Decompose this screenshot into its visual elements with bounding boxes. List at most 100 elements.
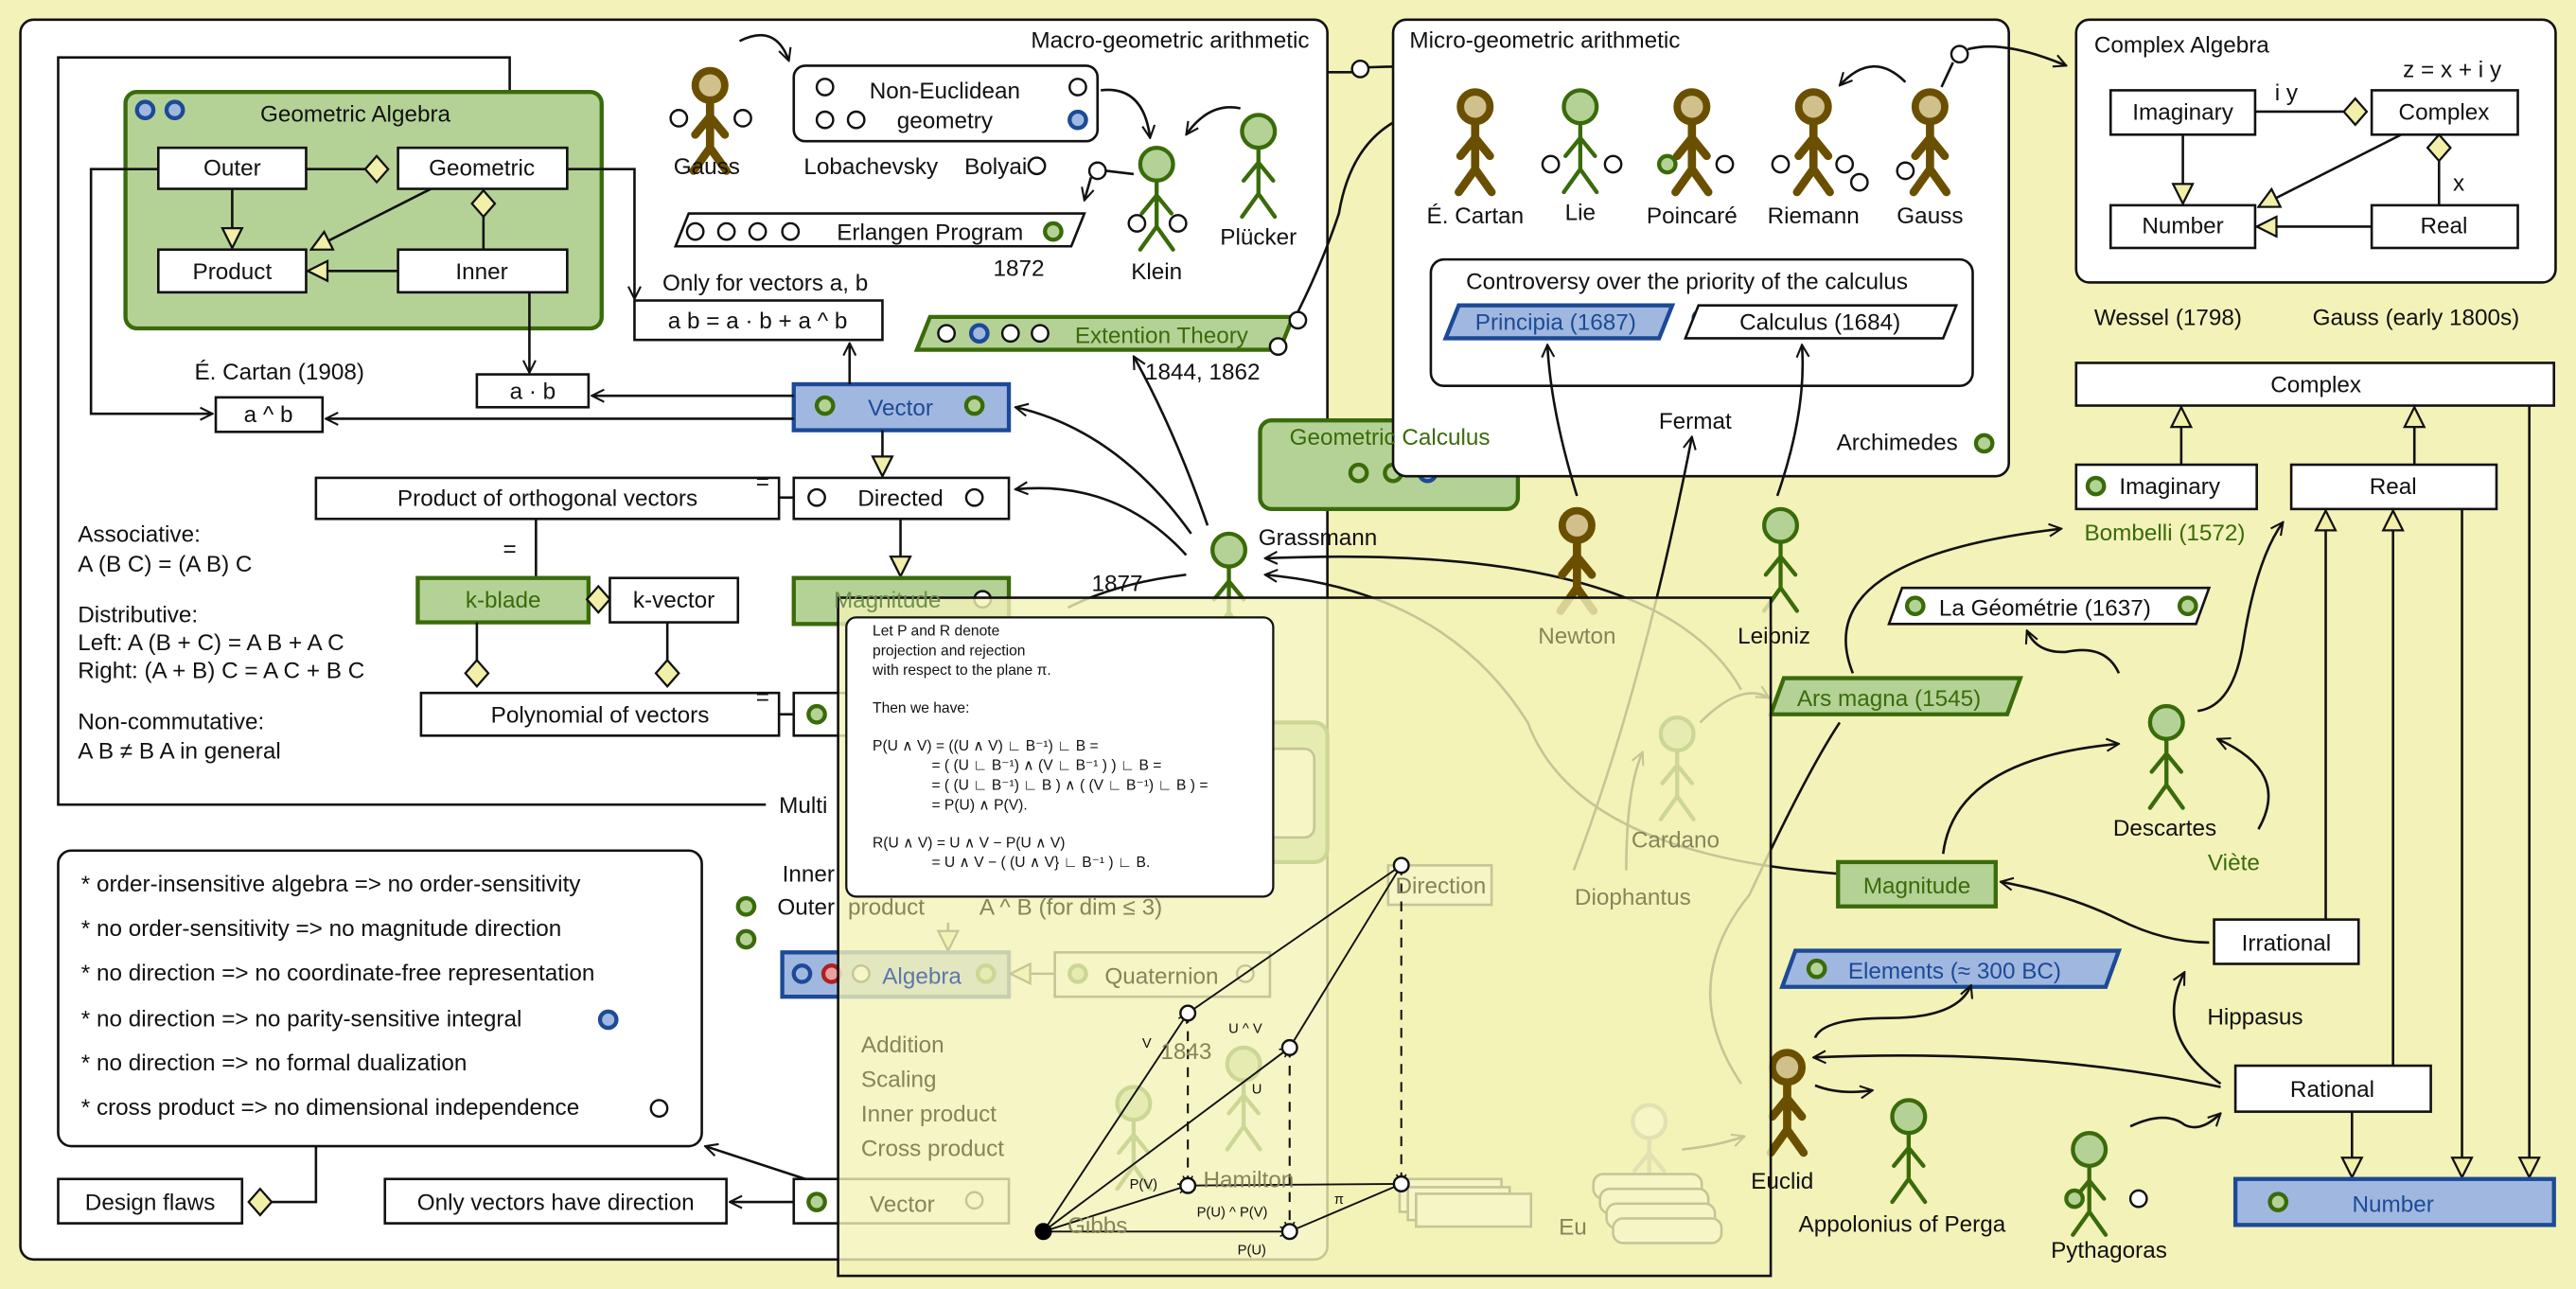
flaw-item: * no direction => no coordinate-free rep… xyxy=(81,961,595,986)
label: Associative: xyxy=(78,522,201,548)
label: Directed xyxy=(857,486,943,511)
geometric-box xyxy=(397,146,569,190)
port-circle xyxy=(1392,856,1410,874)
complex-box xyxy=(2370,89,2519,136)
label: Erlangen Program xyxy=(837,220,1023,245)
design-flaws-box xyxy=(57,1177,244,1225)
arrow xyxy=(2172,972,2222,1086)
flaw-item: * no order-sensitivity => no magnitude d… xyxy=(81,916,562,942)
label: Viète xyxy=(2208,851,2260,876)
label: Controversy over the priority of the cal… xyxy=(1466,269,1908,294)
flaw-item: * cross product => no dimensional indepe… xyxy=(81,1095,579,1121)
flaws-list-box xyxy=(57,849,703,1148)
green-circle xyxy=(1043,221,1064,242)
green-circle xyxy=(1348,462,1369,484)
ars-magna xyxy=(1768,676,2023,716)
port-circle xyxy=(1031,324,1050,344)
label: Ars magna (1545) xyxy=(1797,686,1981,712)
arrow xyxy=(705,1146,806,1180)
port-circle xyxy=(669,109,689,128)
label: Extention Theory xyxy=(1075,324,1249,349)
popup-line: = ( (U ∟ B⁻¹) ∧ (V ∟ B⁻¹ ) ) ∟ B = xyxy=(931,758,1161,774)
label: Number xyxy=(2142,213,2223,238)
label: k-blade xyxy=(466,588,541,613)
port-circle xyxy=(1950,44,1969,64)
imaginary-box-2 xyxy=(2074,463,2258,511)
formula-box xyxy=(633,299,884,342)
label: Vector xyxy=(870,1192,935,1217)
label: A (B C) = (A B) C xyxy=(78,552,252,577)
port-circle xyxy=(733,109,752,128)
generalization-arrow xyxy=(2258,133,2402,208)
label: Euclid xyxy=(1751,1169,1813,1194)
label: Non-commutative: xyxy=(78,709,264,734)
label: Quaternion xyxy=(1104,963,1218,989)
connector xyxy=(1940,62,1954,88)
label: P(U) xyxy=(1238,1244,1266,1259)
wedge-box xyxy=(214,396,325,433)
port-circle xyxy=(964,487,984,507)
label: Cross product xyxy=(861,1136,1004,1161)
label: Algebra xyxy=(882,963,962,989)
port-circle xyxy=(1087,161,1107,181)
port-circle xyxy=(1268,337,1288,356)
label: Hamilton xyxy=(1203,1167,1294,1192)
green-circle xyxy=(814,395,836,416)
vector-arrow xyxy=(1042,1014,1188,1232)
label: a · b xyxy=(510,380,556,405)
klein-figure xyxy=(1138,145,1175,252)
green-circle xyxy=(2085,475,2107,497)
label: x xyxy=(2453,170,2464,196)
blue-circle xyxy=(597,1009,619,1031)
euclid-figure xyxy=(1766,1049,1808,1157)
connector xyxy=(272,1146,318,1204)
label: Complex xyxy=(2270,373,2361,398)
cartan-figure xyxy=(1455,88,1496,197)
label: Magnitude xyxy=(1863,874,1970,899)
lie-figure xyxy=(1561,88,1599,195)
port-circle xyxy=(781,221,801,241)
label: Lobachevsky xyxy=(803,154,939,180)
erlangen-program xyxy=(673,212,1086,248)
popup-line: R(U ∧ V) = U ∧ V − P(U ∧ V) xyxy=(873,835,1065,851)
gauss-figure-2 xyxy=(1909,88,1951,197)
port-circle xyxy=(1127,214,1147,233)
label: z = x + i y xyxy=(2403,58,2502,83)
popup-line: = ( (U ∟ B⁻¹) ∟ B ) ∧ ( (V ∟ B⁻¹) ∟ B ) … xyxy=(931,778,1208,794)
arrow xyxy=(2001,882,2210,945)
aggregation-diamond xyxy=(464,658,490,688)
label: Gibbs xyxy=(1067,1213,1127,1239)
origin-point xyxy=(1034,1223,1052,1241)
green-circle xyxy=(735,928,757,950)
arrow xyxy=(1775,344,1803,497)
label: Real xyxy=(2420,213,2467,238)
product-orthogonal-box xyxy=(314,476,781,521)
label: Poincaré xyxy=(1647,203,1738,229)
label: = xyxy=(503,537,517,562)
blue-circle xyxy=(164,99,185,121)
label: É. Cartan (1908) xyxy=(194,360,364,385)
port-circle xyxy=(1000,324,1020,344)
label: k-vector xyxy=(633,588,715,613)
port-circle xyxy=(1027,156,1047,176)
vector-arrow xyxy=(1042,1048,1289,1233)
port-circle xyxy=(937,324,957,344)
number-box-2 xyxy=(2232,1176,2556,1227)
label: Inner product xyxy=(861,1102,997,1127)
k-blade-box xyxy=(415,575,591,625)
label: Addition xyxy=(861,1033,944,1058)
label: Irrational xyxy=(2242,931,2331,957)
label: La Géométrie (1637) xyxy=(1939,596,2151,622)
flaw-item: * order-insensitive algebra => no order-… xyxy=(81,872,582,897)
arrow xyxy=(1941,744,2119,855)
panel-title-complex: Complex Algebra xyxy=(2094,33,2269,59)
label: Distributive: xyxy=(78,603,198,628)
port-circle xyxy=(815,110,835,130)
port-circle xyxy=(1179,1176,1197,1194)
popup-line: projection and rejection xyxy=(873,643,1025,659)
edge xyxy=(1288,864,1403,1049)
edge xyxy=(1188,1183,1402,1187)
label: Archimedes xyxy=(1837,430,1958,455)
port-circle xyxy=(815,78,835,97)
